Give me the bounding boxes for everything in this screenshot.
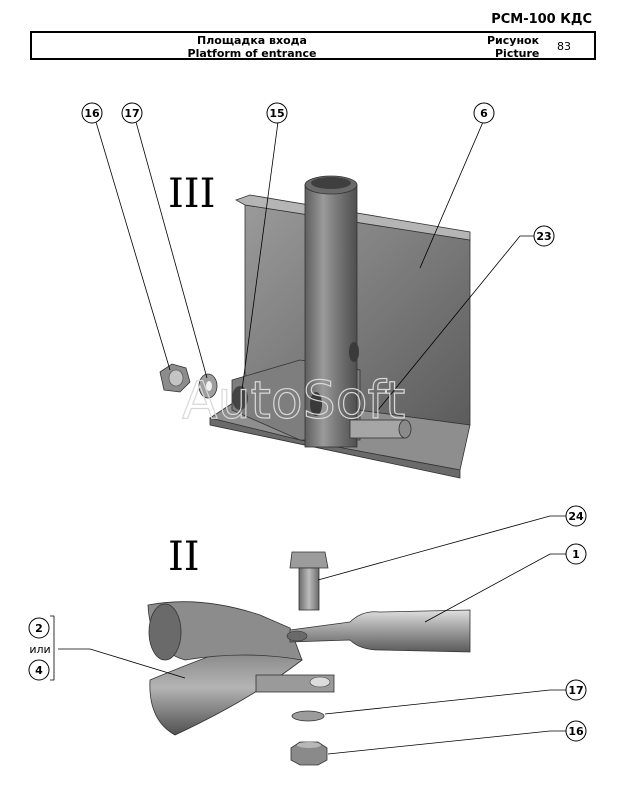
svg-text:24: 24 (568, 510, 584, 523)
leader-lines-top (95, 121, 536, 411)
callout-4: 4 (28, 659, 50, 681)
leader-lines-bottom (58, 515, 566, 755)
callout-17-bottom: 17 (565, 679, 587, 701)
lug-hole (309, 676, 331, 688)
header-title-ru: Площадка входа (197, 34, 307, 47)
or-label: или (29, 643, 50, 656)
tube-hole (310, 392, 322, 416)
svg-text:23: 23 (536, 230, 551, 243)
nut-face (168, 369, 184, 387)
view-label-II: II (168, 534, 200, 580)
header-picture-number: 83 (557, 40, 571, 53)
callout-16-bottom: 16 (565, 720, 587, 742)
svg-text:1: 1 (572, 548, 580, 561)
view-III-assembly (159, 175, 471, 479)
header-picture-en: Picture (495, 47, 540, 60)
tube-bore (311, 177, 351, 189)
callout-24: 24 (565, 505, 587, 527)
svg-text:16: 16 (84, 107, 100, 120)
svg-text:17: 17 (124, 107, 139, 120)
pin-end (398, 419, 412, 439)
watermark: AutoSoft (182, 371, 405, 431)
bolt-shank (298, 567, 320, 611)
svg-text:16: 16 (568, 725, 584, 738)
svg-text:17: 17 (568, 684, 583, 697)
part-1-rod (289, 609, 471, 653)
view-II-assembly (147, 551, 471, 766)
svg-text:4: 4 (35, 664, 43, 677)
bracket-hole (232, 386, 248, 410)
svg-text:2: 2 (35, 622, 43, 635)
alternative-bracket (50, 615, 55, 681)
callout-2: 2 (28, 617, 50, 639)
callout-1: 1 (565, 543, 587, 565)
callout-17-top: 17 (121, 102, 143, 124)
model-title: РСМ-100 КДС (491, 12, 592, 27)
header-title-en: Platform of entrance (187, 47, 317, 60)
part-16-nut-bottom (290, 741, 328, 766)
view-label-III: III (168, 171, 215, 217)
bottom-angle-face (209, 417, 461, 479)
washer-hole (206, 381, 212, 391)
pipe-end (148, 603, 182, 661)
nut-top (297, 742, 321, 748)
callout-23: 23 (533, 225, 555, 247)
tube-slot (349, 342, 359, 362)
callout-6: 6 (473, 102, 495, 124)
rod-eye (286, 630, 308, 642)
header-box: Площадка входа Platform of entrance Рису… (30, 31, 596, 60)
header-picture-ru: Рисунок (487, 34, 540, 47)
callout-16-top: 16 (81, 102, 103, 124)
part-24-bolt-head (289, 551, 329, 569)
callouts: 16 17 15 6 23 24 1 2 (28, 102, 587, 742)
svg-text:6: 6 (480, 107, 488, 120)
part-17-washer-bottom (291, 710, 325, 722)
svg-text:15: 15 (269, 107, 284, 120)
callout-15: 15 (266, 102, 288, 124)
